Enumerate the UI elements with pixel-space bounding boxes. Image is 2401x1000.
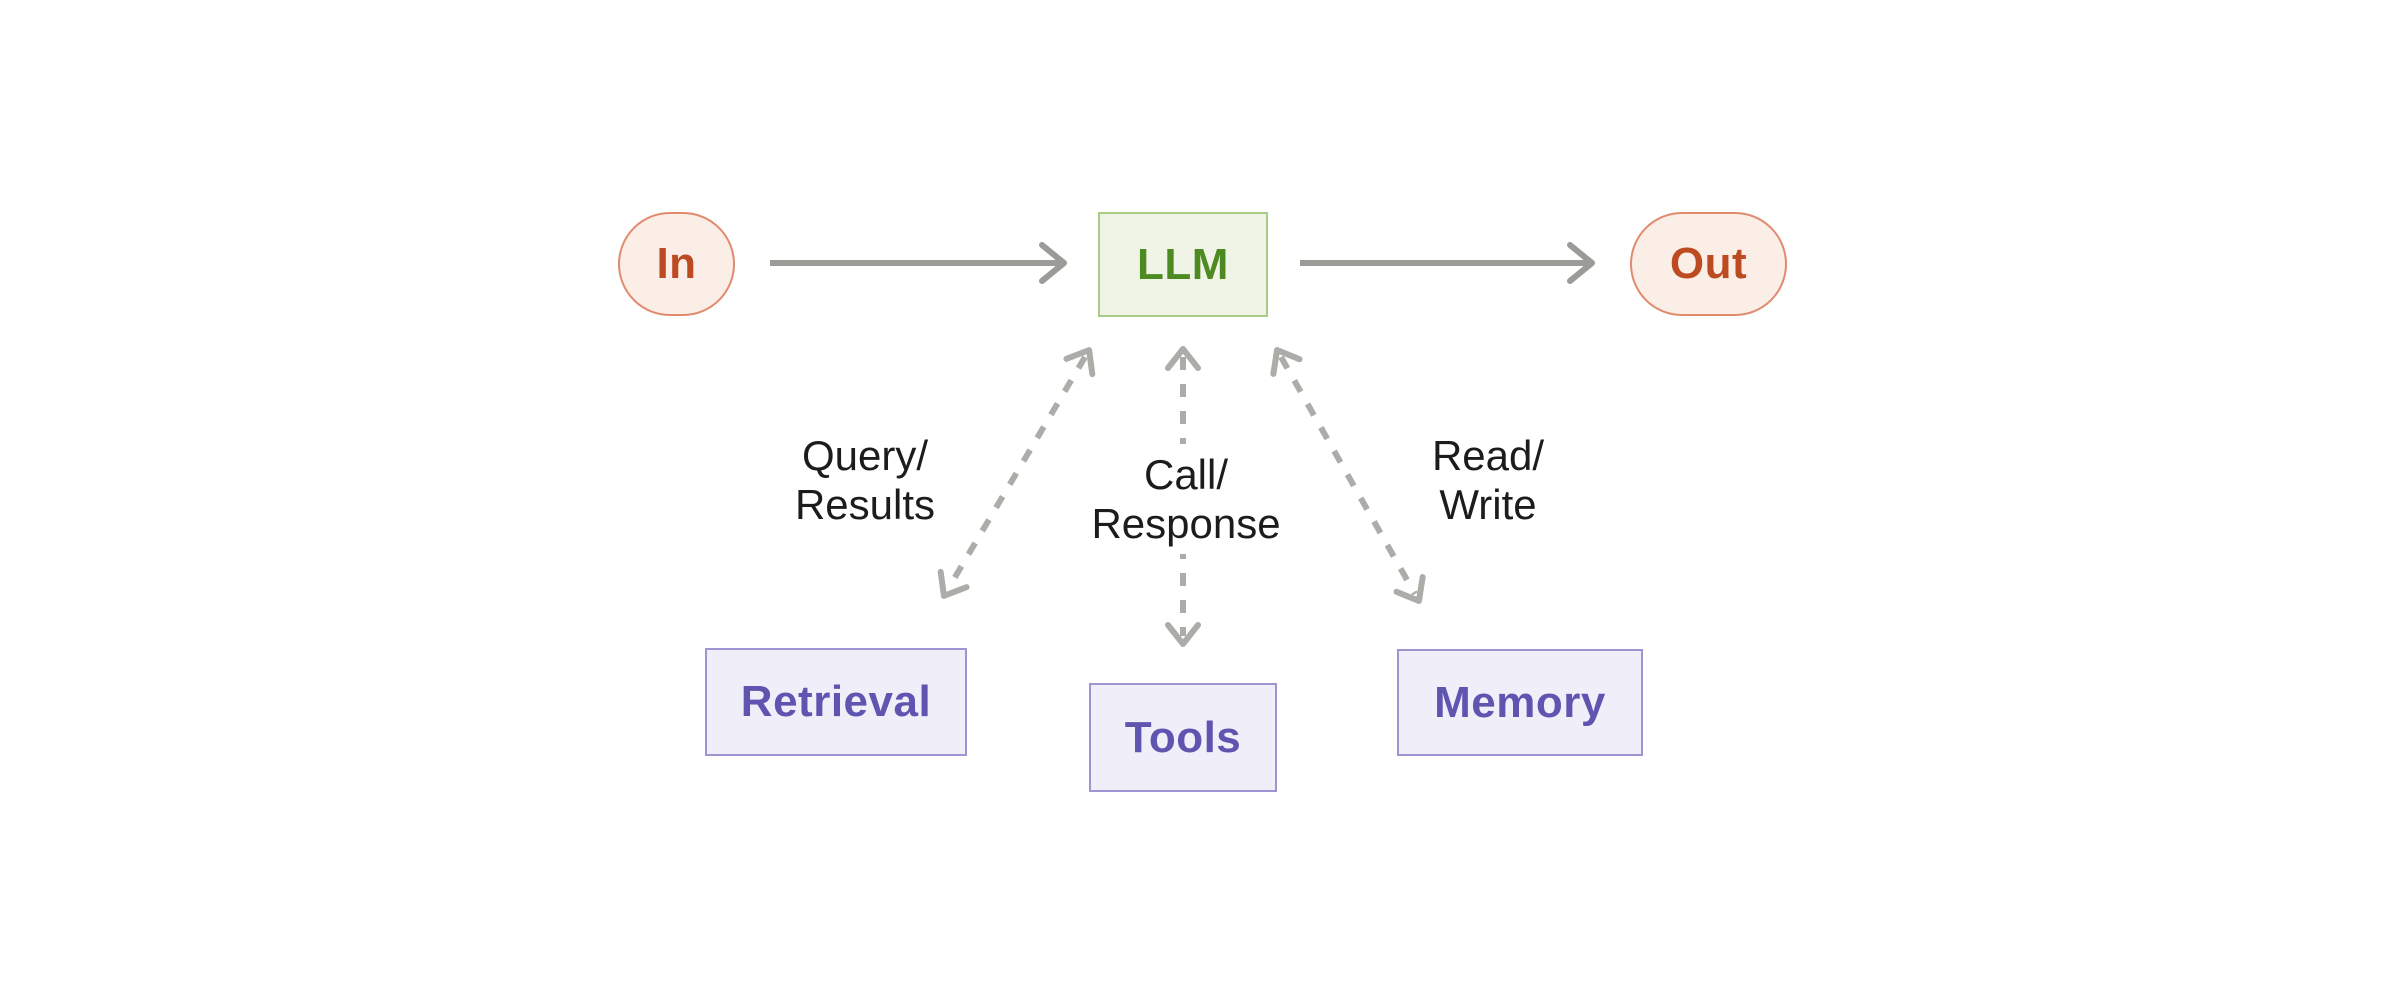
- node-in: In: [618, 212, 735, 316]
- edge-label-query-results-line2: Results: [794, 481, 936, 528]
- edge-label-query-results-line1: Query/: [801, 432, 929, 479]
- node-out: Out: [1630, 212, 1787, 316]
- node-memory-label: Memory: [1434, 677, 1606, 727]
- edge-label-call-response-line2: Response: [1091, 500, 1281, 547]
- node-llm: LLM: [1098, 212, 1268, 317]
- node-retrieval-label: Retrieval: [740, 677, 932, 726]
- node-in-label: In: [656, 239, 697, 288]
- node-tools: Tools: [1089, 683, 1277, 792]
- node-tools-label: Tools: [1124, 712, 1242, 762]
- edge-label-read-write: Read/ Write: [1432, 431, 1544, 529]
- arrow-llm-retrieval: [937, 347, 1096, 599]
- edge-label-query-results: Query/ Results: [795, 431, 935, 529]
- node-retrieval: Retrieval: [705, 648, 967, 756]
- node-out-label: Out: [1669, 239, 1748, 288]
- edge-label-call-response-line1: Call/: [1143, 451, 1229, 498]
- edge-label-call-response: Call/ Response: [1081, 444, 1291, 554]
- node-memory: Memory: [1397, 649, 1643, 756]
- arrow-llm-memory: [1270, 347, 1426, 604]
- edge-label-read-write-line1: Read/: [1431, 432, 1545, 479]
- edge-label-read-write-line2: Write: [1439, 481, 1537, 528]
- node-llm-label: LLM: [1137, 239, 1229, 289]
